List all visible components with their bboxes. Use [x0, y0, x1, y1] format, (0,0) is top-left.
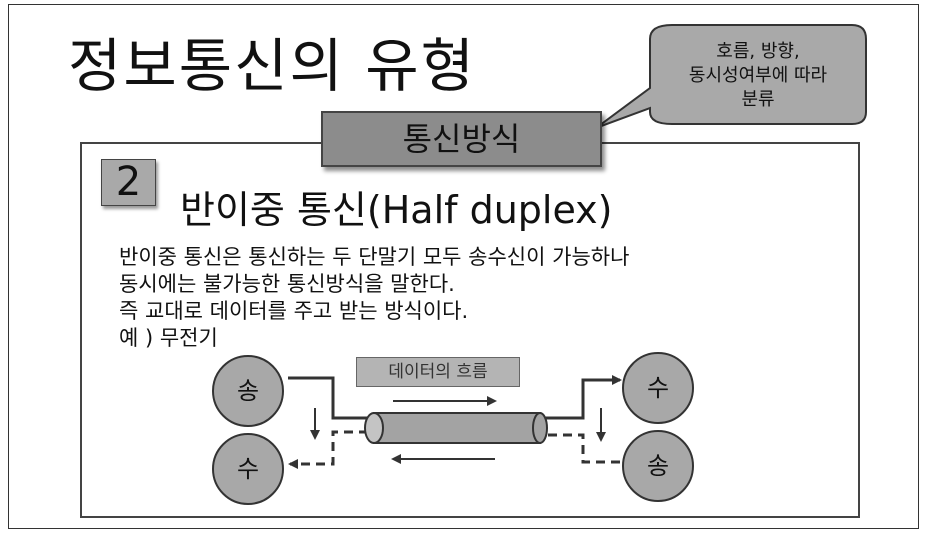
cable-end — [532, 412, 548, 444]
data-flow-label: 데이터의 흐름 — [356, 357, 520, 387]
cable-body — [373, 412, 541, 444]
right-send-node: 송 — [622, 430, 694, 502]
return-line — [288, 430, 368, 469]
right-receive-node: 수 — [622, 352, 694, 424]
content-box — [80, 142, 860, 518]
left-receive-node: 수 — [212, 433, 284, 505]
cable-front — [364, 412, 384, 444]
left-send-node: 송 — [212, 355, 284, 427]
description-line: 예 ) 무전기 — [119, 326, 218, 350]
transmit-line — [545, 375, 622, 420]
description-line: 동시에는 불가능한 통신방식을 말한다. — [119, 272, 455, 296]
return-line — [545, 433, 620, 464]
callout-text: 호름, 방향, 동시성여부에 따라 분류 — [688, 41, 828, 110]
section-number-badge: 2 — [101, 159, 156, 206]
communication-method-label: 통신방식 — [321, 111, 602, 167]
description-line: 반이중 통신은 통신하는 두 단말기 모두 송수신이 가능하나 — [119, 245, 630, 269]
page-title: 정보통신의 유형 — [68, 32, 476, 100]
slide-frame — [8, 4, 919, 529]
description-text: 반이중 통신은 통신하는 두 단말기 모두 송수신이 가능하나 동시에는 불가능… — [119, 244, 629, 352]
description-line: 즉 교대로 데이터를 주고 받는 방식이다. — [119, 299, 469, 323]
section-heading: 반이중 통신(Half duplex) — [180, 188, 613, 232]
transmit-line — [288, 376, 368, 420]
